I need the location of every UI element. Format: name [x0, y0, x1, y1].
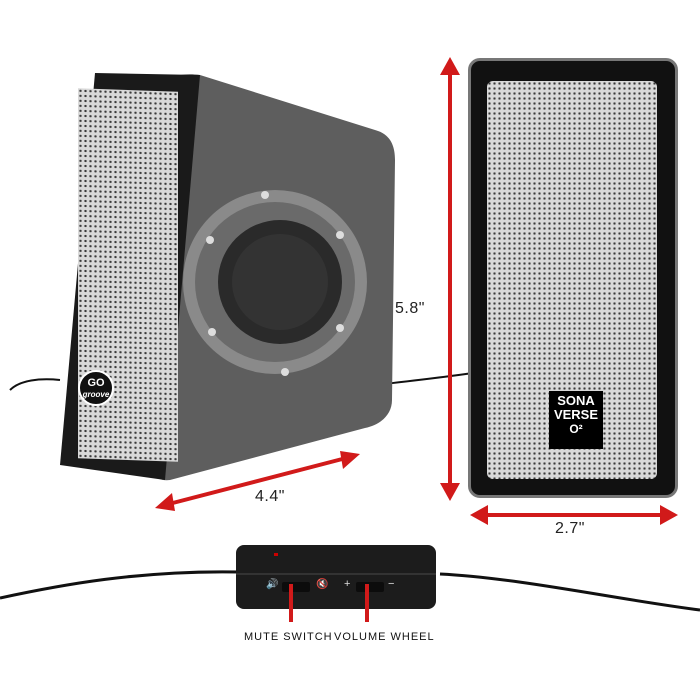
volume-minus: −	[388, 578, 395, 590]
mute-switch[interactable]	[282, 582, 310, 592]
height-arrow	[440, 57, 460, 501]
gogroove-logo: GO groove	[78, 370, 114, 406]
width-arrow-left	[155, 451, 360, 511]
right-width-label: 2.7"	[555, 520, 585, 537]
right-speaker: SONA VERSE O²	[468, 58, 678, 498]
volume-wheel[interactable]	[356, 582, 384, 592]
volume-mute-icon: 🔇	[316, 579, 329, 590]
left-width-label: 4.4"	[255, 488, 285, 505]
width-arrow-right	[470, 505, 678, 525]
left-speaker: GO groove	[30, 70, 410, 490]
height-label: 5.8"	[395, 300, 425, 317]
mute-callout-line	[289, 584, 293, 622]
mute-switch-label: MUTE SWITCH	[244, 631, 333, 643]
inline-controller: 🔊 🔇 + −	[236, 545, 436, 609]
volume-wheel-label: VOLUME WHEEL	[334, 631, 435, 643]
volume-plus: +	[344, 578, 351, 590]
volume-callout-line	[365, 584, 369, 622]
volume-on-icon: 🔊	[266, 579, 279, 590]
sonaverse-logo: SONA VERSE O²	[549, 391, 603, 449]
